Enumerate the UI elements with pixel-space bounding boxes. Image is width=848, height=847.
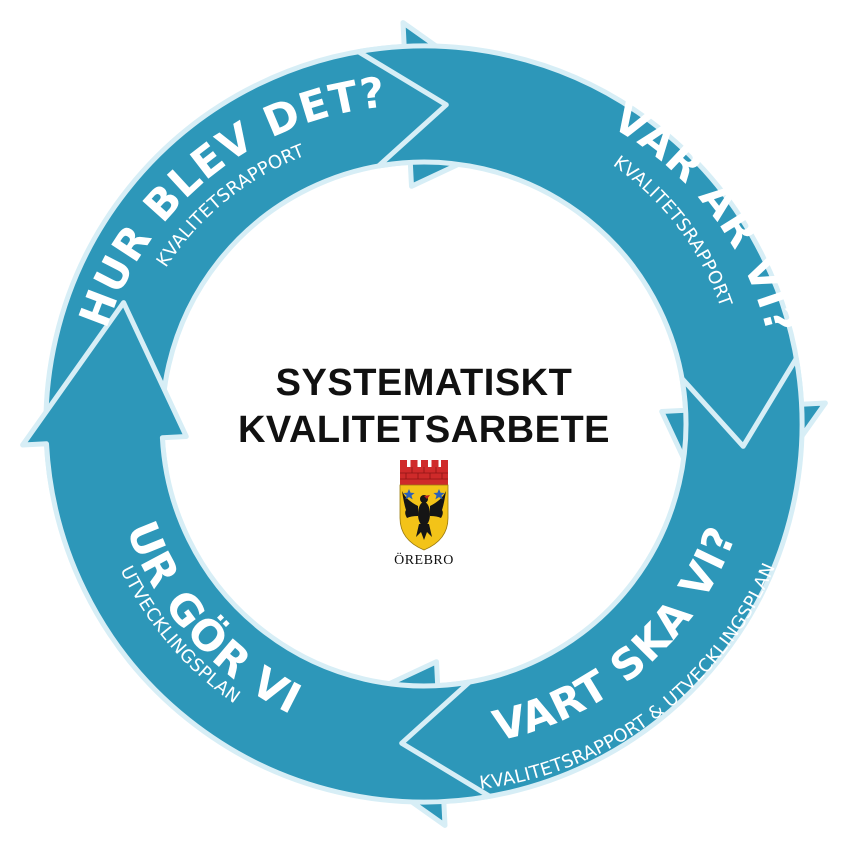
arrow-hur-gor-vi-curved-arrow (20, 300, 493, 805)
eagle-icon (402, 491, 446, 540)
orebro-coat-of-arms-logo (399, 460, 449, 551)
red-wall-icon (400, 460, 448, 485)
arrow-shapes (20, 20, 828, 828)
center-title-line-1: SYSTEMATISKT (275, 362, 573, 404)
center-title-line-2: KVALITETSARBETE (237, 409, 611, 451)
blue-star-icon (403, 489, 415, 500)
logo-label: ÖREBRO (394, 553, 454, 568)
blue-star-icon (433, 489, 445, 500)
